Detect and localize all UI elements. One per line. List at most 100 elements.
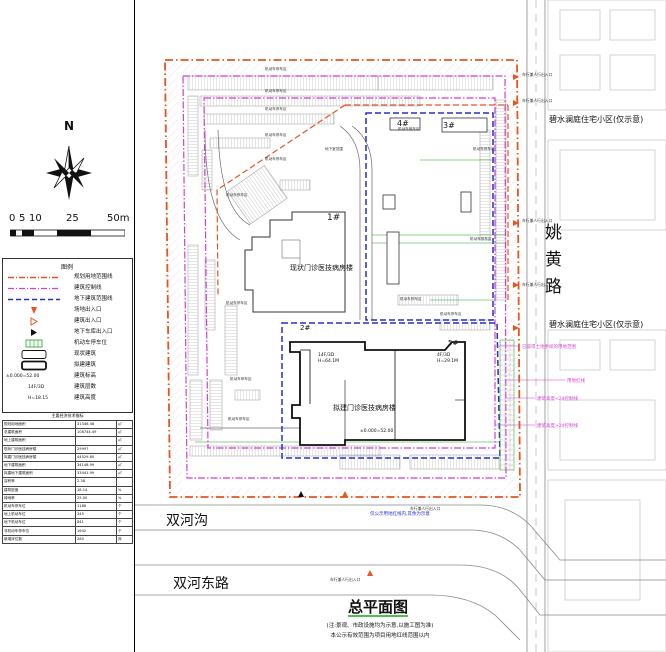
svg-text:机动车停车区: 机动车停车区 — [265, 132, 287, 137]
svg-text:机动车停车区: 机动车停车区 — [470, 236, 492, 241]
building-2-number: 2# — [300, 324, 310, 332]
legend-item-building-entry: 建筑出入口 — [4, 316, 132, 327]
north-arrow-icon: N — [46, 119, 92, 200]
scale-tick-0: 0 — [9, 213, 16, 224]
north-label: N — [64, 119, 74, 133]
neighbor-label-top: 碧水澜庭住宅小区(仅示意) — [549, 114, 643, 124]
svg-text:机动车停车区: 机动车停车区 — [398, 126, 420, 131]
scale-tick-50: 50m — [107, 213, 130, 224]
east-annotation-2: 用地红线 — [567, 377, 585, 384]
scale-tick-25: 25 — [66, 213, 79, 224]
svg-text:机动车停车区: 机动车停车区 — [265, 66, 287, 71]
scale-tick-10: 10 — [29, 213, 42, 224]
proposed-height-right: H=29.1M — [437, 358, 458, 364]
south-road — [135, 564, 666, 641]
proposed-height-left: H=64.1M — [318, 358, 339, 364]
svg-text:车行兼人行出入口: 车行兼人行出入口 — [522, 72, 553, 77]
legend-item-height: H=18.15 建筑高度 — [28, 395, 97, 401]
parking-icon — [25, 339, 43, 348]
north-small-buildings — [382, 117, 488, 285]
legend-item-elevation: ±0.000=52.00 建筑标高 — [6, 373, 97, 379]
econ-unit-cell: 床 — [116, 534, 133, 544]
east-annotation-3: 建筑高度<24控制线 — [537, 395, 578, 402]
plan-title: 总平面图 — [348, 598, 408, 616]
proposed-floors-left: 14F/3D — [318, 352, 335, 358]
legend-item-existing: 现状建筑 — [4, 349, 132, 360]
entry-markers — [298, 74, 519, 576]
garage-entry-icon — [31, 329, 37, 336]
svg-text:机动车停车区: 机动车停车区 — [226, 300, 248, 305]
svg-text:地下室范围: 地下室范围 — [325, 146, 343, 151]
building-4-number: 4# — [397, 119, 409, 128]
econ-table-title: 主要经济技术指标 — [51, 413, 84, 418]
svg-text:机动车停车区: 机动车停车区 — [228, 416, 250, 421]
legend-item-site-boundary: 规划用地范围线 — [8, 274, 113, 280]
svg-text:车行兼人行出入口: 车行兼人行出入口 — [330, 577, 361, 582]
south-entry-annotation: 仅公示用地红线内,其余为示意 — [370, 510, 430, 517]
svg-text:机动车停车区: 机动车停车区 — [265, 106, 287, 111]
east-road-char: 路 — [545, 277, 562, 297]
legend-box — [2, 258, 133, 413]
entry-labels: 车行兼人行出入口 车行兼人行出入口 车行兼人行出入口 车行兼人行出入口 车行兼人… — [330, 72, 553, 582]
existing-building-label: 现状门诊医技病房楼 — [290, 263, 353, 272]
canal — [135, 504, 666, 581]
svg-text:车行兼人行出入口: 车行兼人行出入口 — [522, 98, 553, 103]
entry-south-1-icon — [342, 491, 348, 497]
legend-item-parking: 机动车停车位 — [4, 338, 132, 349]
south-road-label: 双河东路 — [173, 576, 229, 592]
scale-tick-5: 5 — [19, 213, 26, 224]
building-3-number: 3# — [443, 121, 455, 130]
east-leaders — [495, 345, 565, 426]
svg-text:车行兼人行出入口: 车行兼人行出入口 — [522, 282, 553, 287]
east-annotation-1: 已取得土地手续的用地范围 — [522, 343, 576, 350]
garage-entry-south-icon — [298, 491, 304, 497]
entry-south-2-icon — [367, 570, 373, 576]
svg-text:车行兼人行出入口: 车行兼人行出入口 — [410, 506, 441, 511]
underground-line-north — [365, 112, 494, 321]
building-entry-icon — [30, 317, 38, 326]
existing-building — [244, 211, 346, 313]
proposed-building — [289, 341, 466, 446]
svg-text:机动车停车区: 机动车停车区 — [230, 376, 252, 381]
left-panel: N 0 5 10 25 50m 图例 规划用地范围线 建筑控制线 地下建筑范围线 — [0, 0, 135, 652]
east-road-char: 姚 — [545, 223, 562, 243]
legend-item-build-control: 建筑控制线 — [8, 285, 102, 291]
proposed-floors-right: 4F/3D — [437, 352, 451, 358]
legend-item-floors: 14F/3D 建筑层数 — [28, 384, 97, 390]
scale-bar — [10, 229, 125, 237]
legend-item-underground: 地下建筑范围线 — [8, 296, 113, 302]
canal-label: 双河沟 — [166, 513, 208, 529]
svg-text:机动车停车区: 机动车停车区 — [226, 192, 248, 197]
svg-text:车行兼人行出入口: 车行兼人行出入口 — [522, 218, 553, 223]
east-road-char: 黄 — [545, 250, 562, 270]
existing-building-number: 1# — [327, 213, 340, 223]
legend-item-proposed: 拟建建筑 — [4, 360, 132, 371]
footer-note-1: (注:景观、市政设施均为示意,以施工图为准) — [327, 621, 434, 629]
entry-east-5-icon — [513, 325, 519, 331]
site-boundary-line — [164, 59, 521, 498]
legend-item-site-entry: 场地出入口 — [4, 305, 132, 316]
proposed-elevation: ±0.000=52.00 — [360, 428, 393, 434]
entry-east-2-icon — [513, 100, 519, 106]
east-road-name: 姚黄路 — [545, 223, 562, 297]
entry-east-1-icon — [513, 74, 519, 80]
inner-roads — [200, 125, 373, 441]
build-control-line — [182, 75, 507, 479]
svg-text:机动车停车区: 机动车停车区 — [440, 311, 462, 316]
legend-item-garage-entry: 地下车库出入口 — [4, 327, 132, 338]
parking-rows — [187, 75, 507, 470]
building-5-number: 5# — [448, 339, 458, 347]
neighbor-label-mid: 碧水澜庭住宅小区(仅示意) — [549, 319, 643, 329]
underground-line-south — [281, 322, 501, 459]
svg-text:机动车停车区: 机动车停车区 — [265, 156, 287, 161]
svg-text:机动车停车区: 机动车停车区 — [473, 146, 495, 151]
build-control-inner-line — [203, 97, 496, 449]
svg-text:机动车停车区: 机动车停车区 — [265, 88, 287, 93]
phase-boundary-line — [216, 104, 346, 296]
east-annotation-4: 建筑高度>24控制线 — [537, 422, 578, 429]
neighbor-buildings — [547, 0, 666, 652]
footer-note-2: 本公示有效范围为项目用地红线范围以内 — [330, 631, 429, 639]
